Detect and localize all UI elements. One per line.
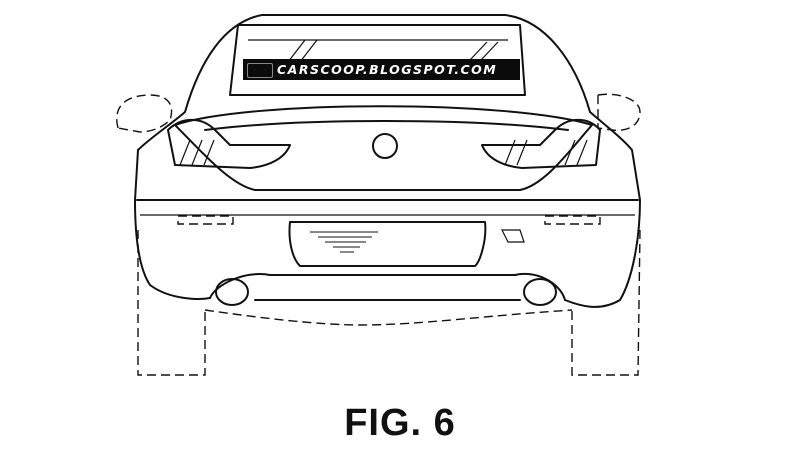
left-exhaust-tip (215, 278, 249, 306)
left-tire-dashed (137, 230, 206, 376)
left-pillar (137, 111, 186, 151)
taillight-hatch (504, 139, 588, 166)
left-taillight (167, 118, 291, 169)
underbody-dashed (204, 309, 573, 326)
trunk-shutline (204, 120, 569, 131)
right-taillight (481, 118, 601, 169)
right-pillar (589, 111, 633, 151)
rear-window (229, 24, 526, 96)
plate-light-hatch (310, 231, 378, 253)
watermark-text: CARSCOOP.BLOGSPOT.COM (277, 62, 498, 77)
diffuser (209, 272, 566, 301)
sensor-icon (501, 229, 525, 243)
right-reflector (544, 215, 601, 225)
glass-reflection (469, 41, 488, 61)
glass-reflection (299, 39, 318, 63)
watermark-banner: CARSCOOP.BLOGSPOT.COM (243, 59, 520, 80)
left-mirror-dashed (116, 94, 173, 133)
glass-reflection (287, 39, 306, 63)
left-reflector (177, 215, 234, 225)
emblem-icon (372, 133, 398, 159)
figure-label: FIG. 6 (344, 402, 456, 444)
roof-outline (184, 14, 591, 113)
license-plate-recess (288, 221, 487, 267)
right-exhaust-tip (523, 278, 557, 306)
glass-reflection (480, 41, 499, 61)
carscoop-logo-icon (247, 63, 273, 78)
trunk-lid (174, 105, 593, 126)
right-tire-dashed (571, 229, 641, 376)
body-outline (134, 149, 641, 308)
right-mirror-dashed (597, 93, 641, 132)
taillight-hatch (179, 139, 215, 166)
